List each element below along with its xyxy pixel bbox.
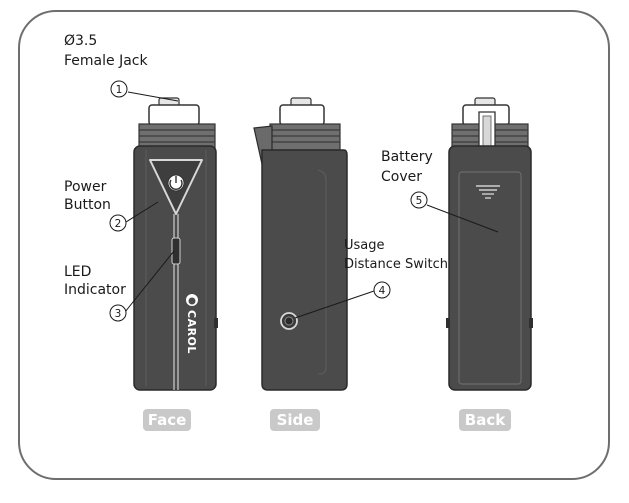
callout-4: 4 [373,281,391,299]
outer-frame [18,10,610,480]
view-tag-face: Face [143,409,191,431]
led-label-line1: LED [64,264,92,280]
led-label-line2: Indicator [64,282,126,298]
carol-logo: CAROL [185,294,198,354]
jack-size-label: Ø3.5 [64,33,98,49]
jack-name-label: Female Jack [64,53,148,69]
callout-2: 2 [109,214,127,232]
power-label-line2: Button [64,197,111,213]
battery-label-line1: Battery [381,149,433,165]
view-tag-side: Side [270,409,320,431]
svg-text:5: 5 [416,195,423,207]
svg-text:3: 3 [115,308,122,320]
device-side-view [253,97,348,391]
battery-label-line2: Cover [381,169,422,185]
callout-5: 5 [410,191,428,209]
callout-1: 1 [110,80,128,98]
svg-text:1: 1 [116,84,123,96]
view-tag-back: Back [459,409,511,431]
device-back-view [446,97,533,391]
svg-text:4: 4 [379,285,386,297]
callout-3: 3 [109,304,127,322]
usage-label-line1: Usage [344,238,385,253]
svg-text:2: 2 [115,218,122,230]
power-label-line1: Power [64,179,107,195]
device-face-view: CAROL [133,97,218,391]
usage-label-line2: Distance Switch [344,257,448,272]
brand-text: CAROL [185,310,198,354]
